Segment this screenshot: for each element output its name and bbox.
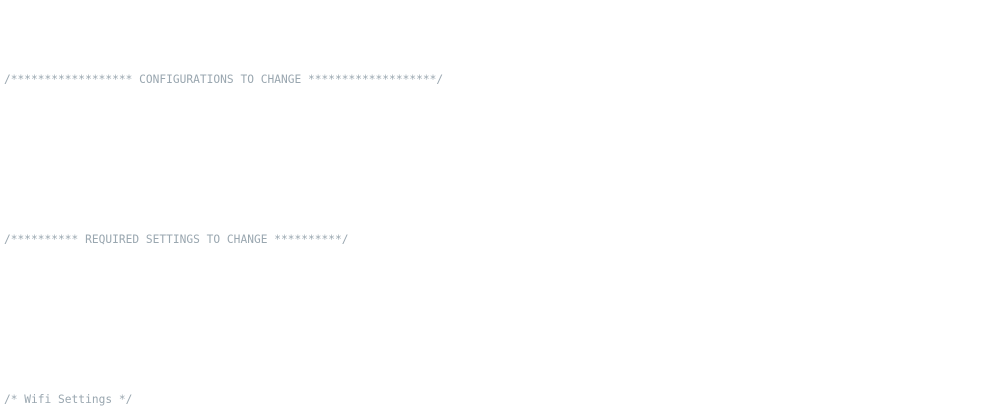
- code-line-1: /****************** CONFIGURATIONS TO CH…: [4, 72, 1007, 88]
- code-content[interactable]: /****************** CONFIGURATIONS TO CH…: [4, 8, 1007, 413]
- comment-header-configurations: /****************** CONFIGURATIONS TO CH…: [4, 73, 444, 86]
- code-line-5: /* Wifi Settings */: [4, 392, 1007, 408]
- code-line-4: [4, 312, 1007, 328]
- comment-header-required-settings: /********** REQUIRED SETTINGS TO CHANGE …: [4, 233, 349, 246]
- comment-wifi-settings: /* Wifi Settings */: [4, 393, 133, 406]
- code-line-2: [4, 152, 1007, 168]
- code-line-3: /********** REQUIRED SETTINGS TO CHANGE …: [4, 232, 1007, 248]
